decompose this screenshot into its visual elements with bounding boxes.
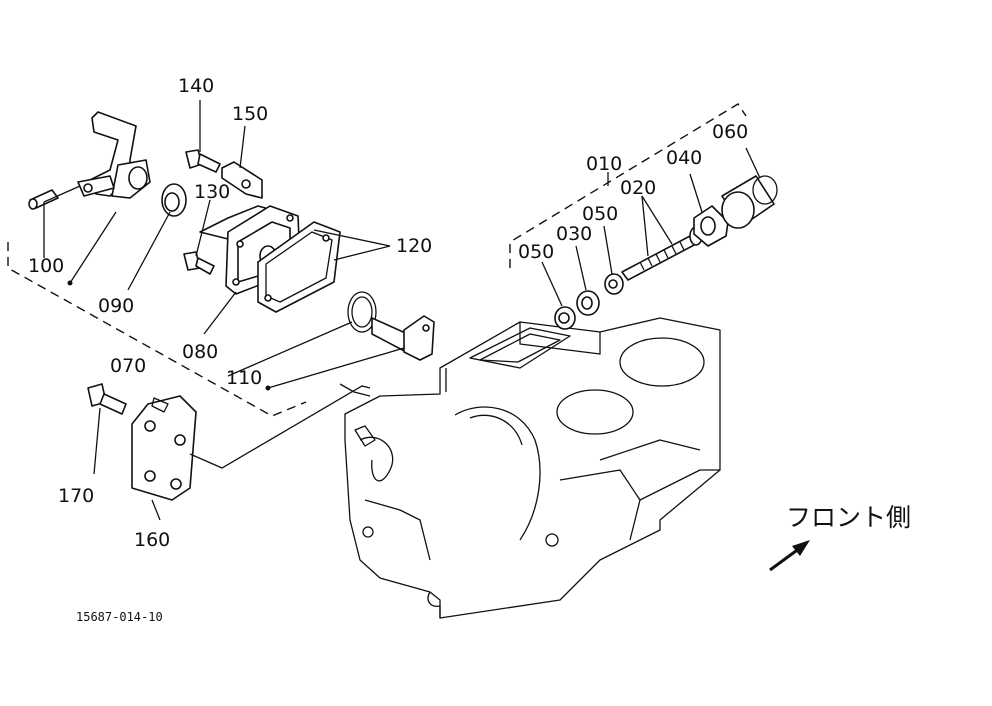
part-060-cap: [721, 175, 778, 229]
callout-070: 070: [110, 355, 146, 377]
part-030-nut: [576, 290, 600, 316]
callout-010: 010: [586, 153, 622, 175]
part-100-pin: [28, 189, 59, 210]
callout-090: 090: [98, 295, 134, 317]
callout-130: 130: [194, 181, 230, 203]
leader-lines: [43, 100, 761, 521]
part-050-washer-b: [604, 273, 624, 295]
callout-060: 060: [712, 121, 748, 143]
callout-050-a: 050: [518, 241, 554, 263]
part-090-bushing: [161, 183, 187, 217]
front-side-label: フロント側: [786, 503, 911, 532]
part-040-nut: [693, 205, 729, 247]
part-130-bolt: [183, 251, 215, 275]
callout-020: 020: [620, 177, 656, 199]
callout-030: 030: [556, 223, 592, 245]
leader-dot-110: [265, 385, 271, 391]
callout-110: 110: [226, 367, 262, 389]
part-140-bolt: [185, 149, 221, 173]
part-160-cover-plate: [131, 395, 197, 501]
part-020-spring-rod: [621, 226, 703, 281]
group-070-boundary: [7, 242, 307, 417]
part-170-bolt: [87, 383, 127, 415]
callout-040: 040: [666, 147, 702, 169]
callout-100: 100: [28, 255, 64, 277]
callout-160: 160: [134, 529, 170, 551]
part-120-gasket: [257, 221, 341, 313]
group-070-leader: [339, 383, 371, 397]
callout-120: 120: [396, 235, 432, 257]
leader-dot-070: [67, 280, 73, 286]
part-070-lever: [77, 111, 151, 199]
callout-080: 080: [182, 341, 218, 363]
part-110-spring-shaft: [347, 291, 435, 361]
callout-140: 140: [178, 75, 214, 97]
part-050-washer-a: [554, 306, 576, 330]
callout-150: 150: [232, 103, 268, 125]
callout-050-b: 050: [582, 203, 618, 225]
part-150-plate: [221, 161, 263, 199]
engine-block: [344, 317, 721, 619]
front-direction-arrow-icon: [769, 540, 810, 572]
callout-170: 170: [58, 485, 94, 507]
drawing-number: 15687-014-10: [76, 610, 163, 624]
